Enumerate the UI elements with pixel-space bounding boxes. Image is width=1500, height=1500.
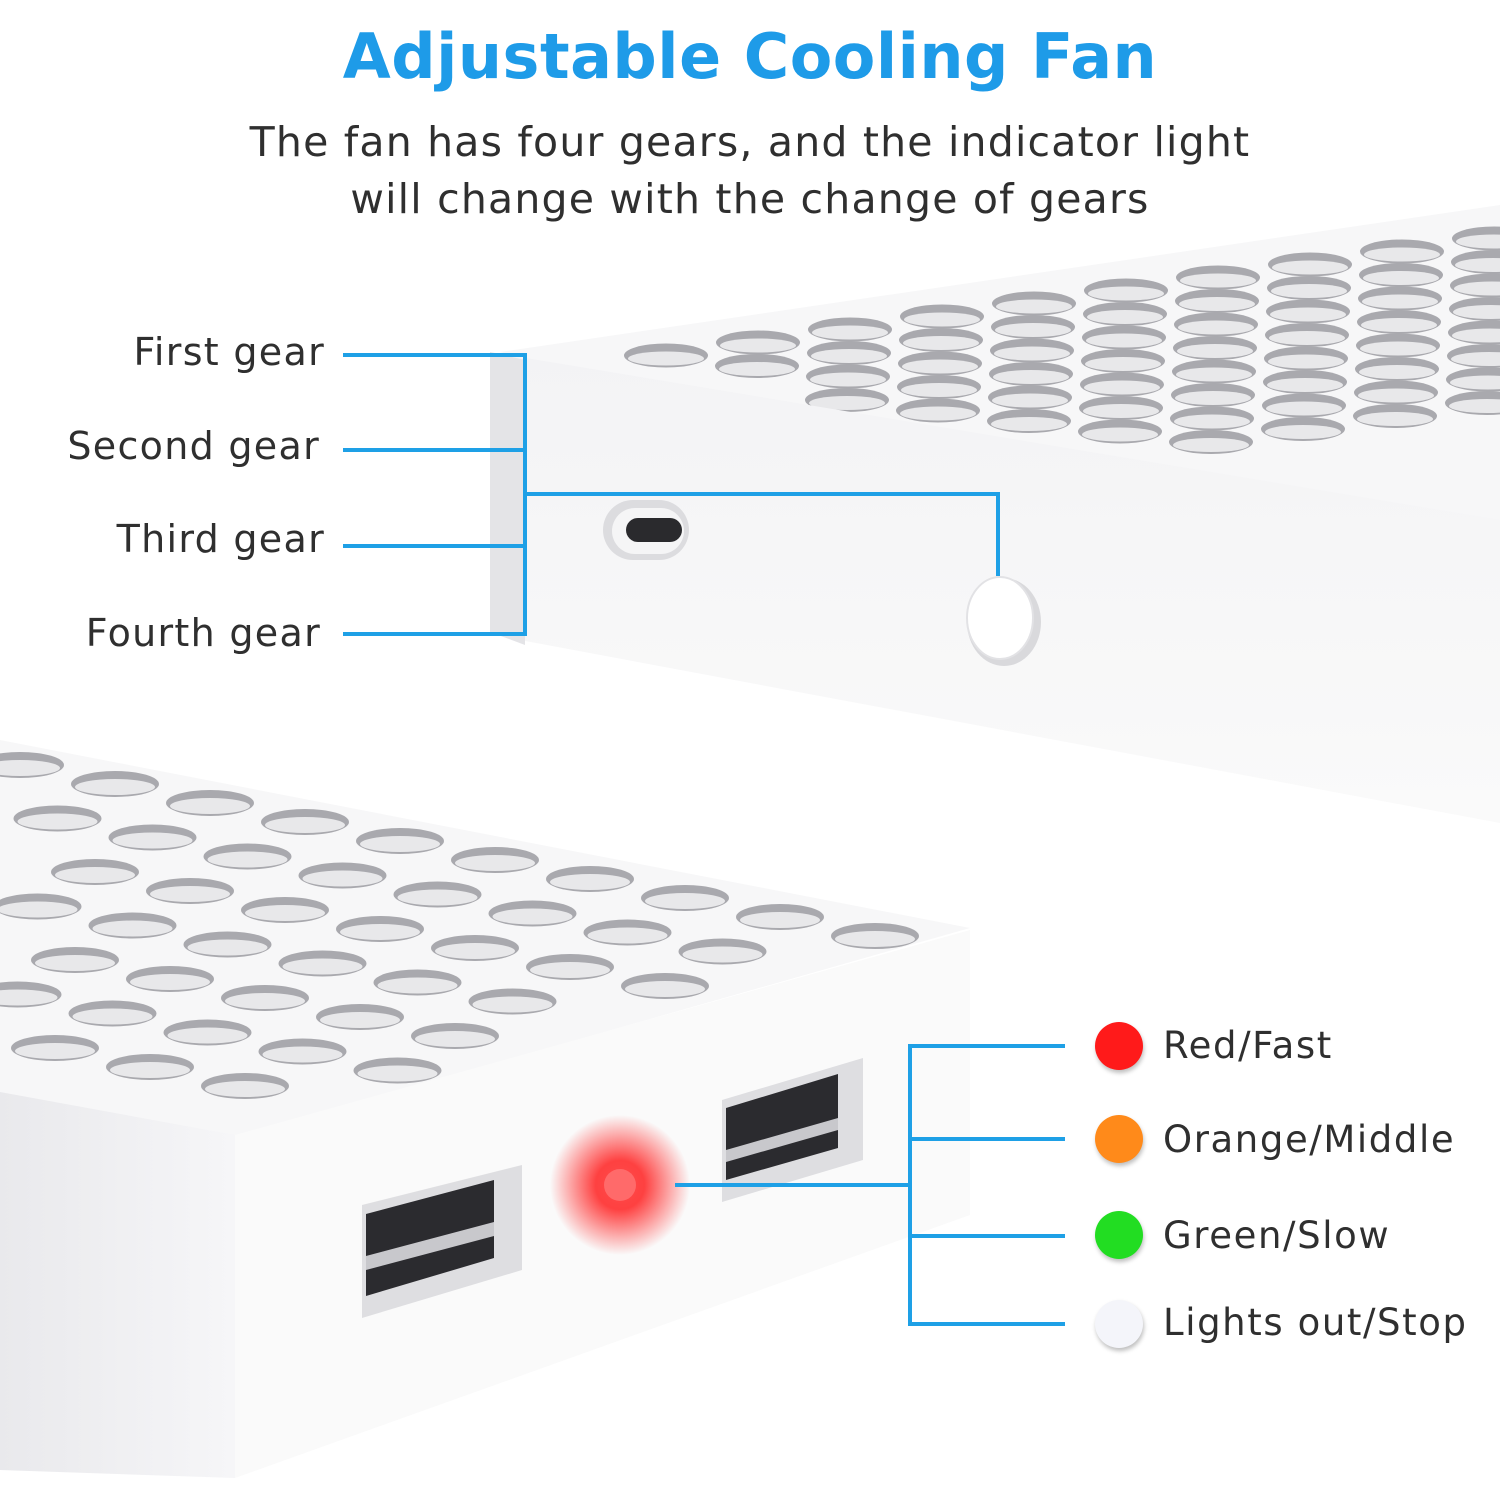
usb-a-port-left	[362, 1165, 522, 1318]
led-dot-orange	[1095, 1115, 1143, 1163]
bottom-fan-vent-holes	[0, 752, 919, 1099]
gear-label-fourth: Fourth gear	[85, 611, 321, 655]
led-dot-green	[1095, 1211, 1143, 1259]
subtitle-line-2: will change with the change of gears	[350, 175, 1150, 223]
bottom-fan-side-face	[0, 1092, 235, 1478]
gear-label-first: First gear	[133, 330, 325, 374]
led-label-red: Red/Fast	[1163, 1024, 1333, 1067]
usb-c-port	[603, 500, 689, 560]
gear-button[interactable]	[966, 576, 1041, 666]
led-connector-lines	[675, 1044, 1065, 1326]
led-dot-off	[1095, 1300, 1143, 1348]
led-label-orange: Orange/Middle	[1163, 1118, 1456, 1161]
top-fan-side-face	[490, 352, 525, 645]
gear-label-second: Second gear	[67, 424, 320, 468]
led-label-green: Green/Slow	[1163, 1214, 1391, 1257]
subtitle-line-1: The fan has four gears, and the indicato…	[249, 118, 1251, 166]
gear-connector-lines	[343, 353, 1000, 636]
top-fan-vent-holes	[624, 226, 1500, 454]
page-title: Adjustable Cooling Fan	[342, 20, 1158, 93]
led-dot-red	[1095, 1022, 1143, 1070]
bottom-fan-unit	[0, 740, 970, 1478]
page-subtitle: The fan has four gears, and the indicato…	[150, 114, 1350, 228]
led-label-off: Lights out/Stop	[1163, 1301, 1468, 1344]
status-led	[550, 1115, 690, 1255]
gear-label-third: Third gear	[116, 517, 325, 561]
usb-a-port-right	[722, 1058, 863, 1202]
top-fan-unit	[490, 205, 1500, 823]
